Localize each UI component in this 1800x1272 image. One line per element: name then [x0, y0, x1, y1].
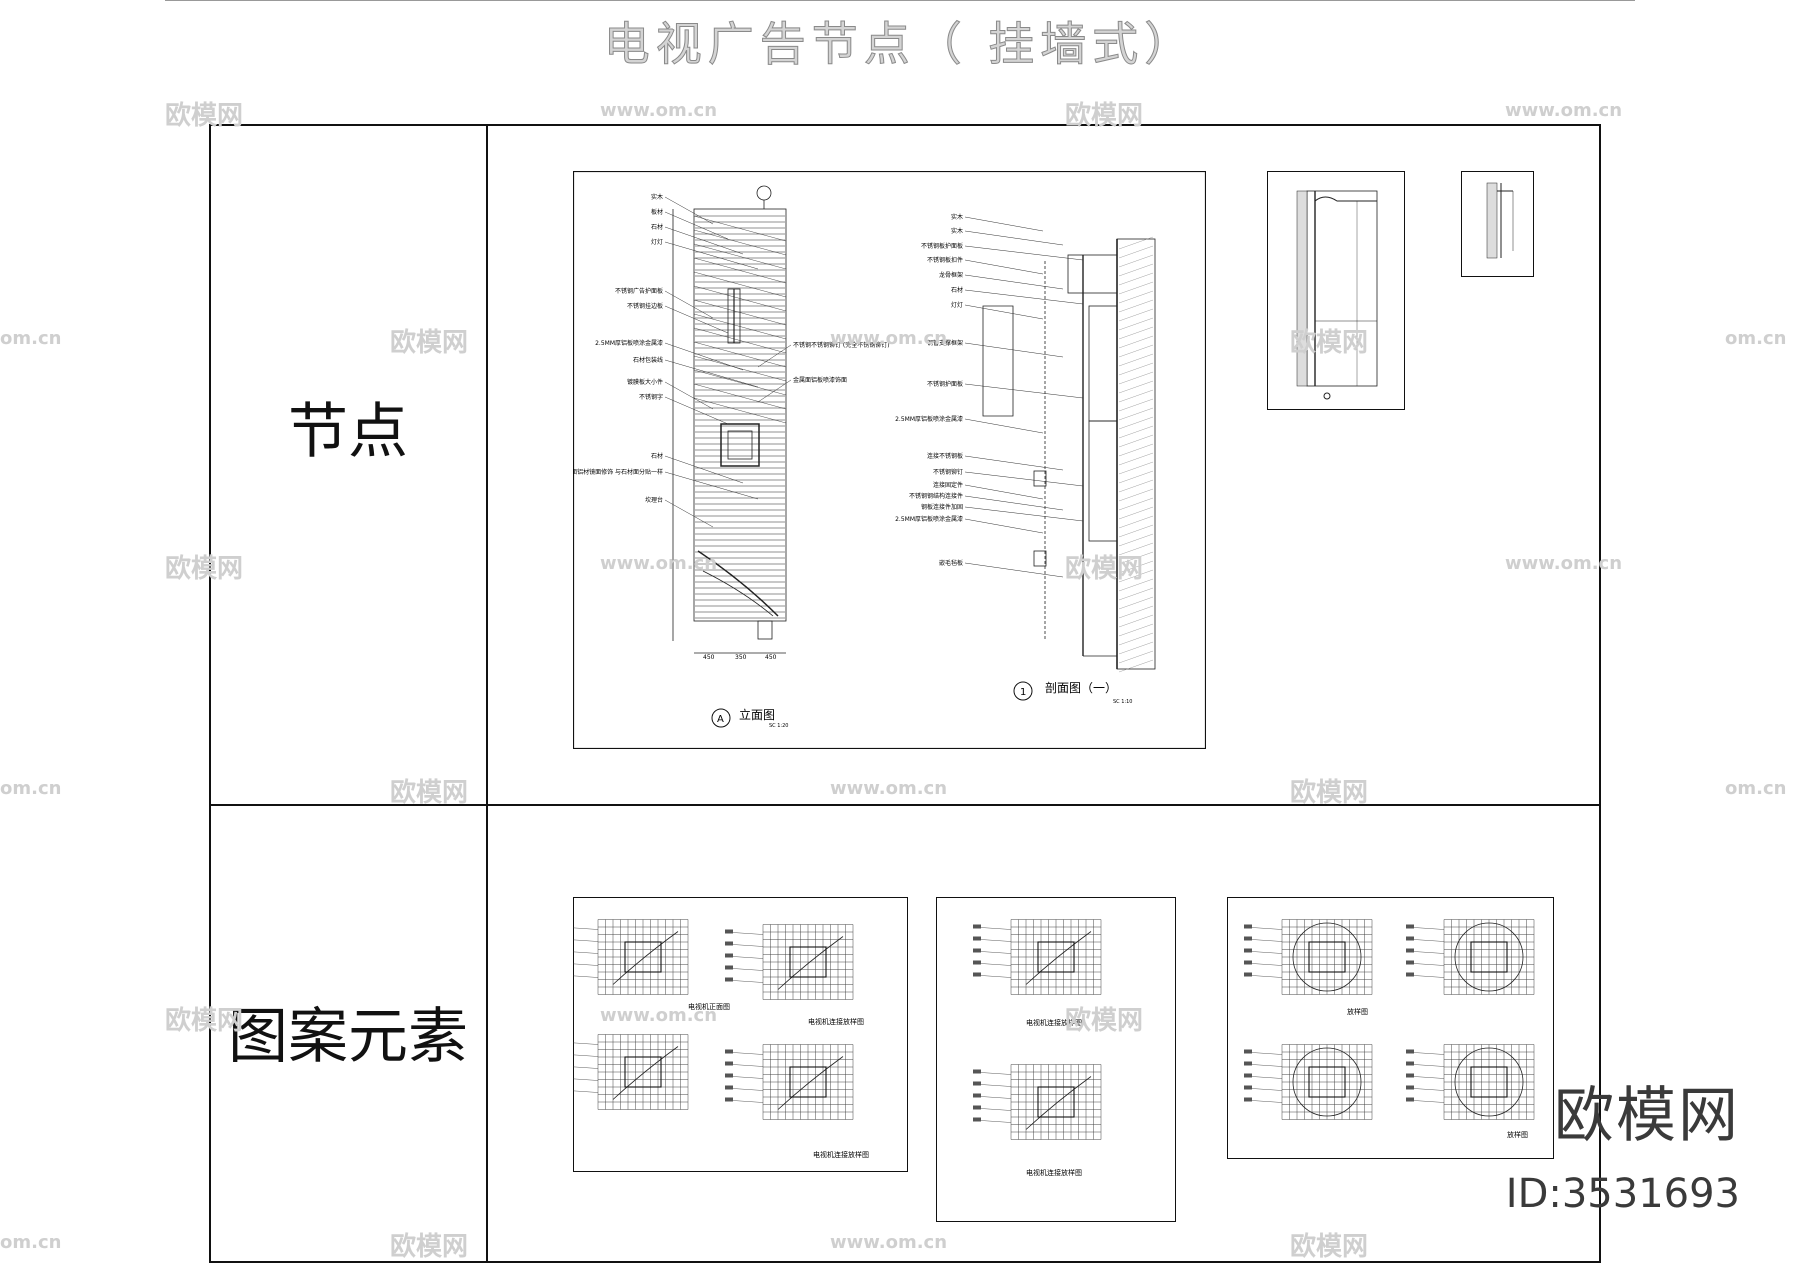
watermark-id: ID:3531693	[1505, 1171, 1740, 1217]
pattern-3-caption-1: 放样图	[1347, 1007, 1368, 1016]
section-callout: 2.5MM厚铝板喷涂金属漆	[895, 415, 963, 423]
watermark-tile: om.cn	[0, 328, 62, 349]
elevation-callout: 不锈钢字	[639, 393, 663, 401]
pattern-2-caption-2: 电视机连接放样图	[1026, 1168, 1082, 1177]
elevation-callout: 镀膜板大小件	[627, 378, 663, 386]
watermark-tile: om.cn	[0, 1232, 62, 1253]
watermark-tile: 欧模网	[1065, 1006, 1144, 1036]
elevation-drawing	[672, 185, 787, 654]
pattern-sheet-3: 放样图 放样图	[1227, 897, 1554, 1159]
watermark-tile: 欧模网	[1290, 328, 1369, 358]
elevation-callout: 不锈钢广告护面板	[615, 287, 663, 295]
watermark-tile: www.om.cn	[830, 1232, 948, 1253]
watermark-tile: 欧模网	[1065, 101, 1144, 131]
watermark-tile: www.om.cn	[600, 100, 718, 121]
watermark-tile: 欧模网	[1065, 554, 1144, 584]
watermark-tile: www.om.cn	[1505, 553, 1623, 574]
section-callout: 不锈钢钢结构连接件	[909, 492, 963, 500]
elevation-caption: 立面图	[739, 707, 775, 722]
elevation-callout: 2.5MM厚铝板喷涂金属漆	[595, 339, 663, 347]
watermark-tile: 欧模网	[1290, 1232, 1369, 1262]
pattern-1-caption-1: 电视机正面图	[688, 1002, 730, 1011]
pattern-1-caption-3: 电视机连接放样图	[813, 1150, 869, 1159]
section-callout: 嵌毛毡板	[939, 559, 963, 567]
section-callout: 实木	[951, 213, 963, 221]
section-drawing	[982, 238, 1156, 670]
section-callout: 连接不锈钢板	[927, 452, 963, 460]
watermark-tile: 欧模网	[165, 1006, 244, 1036]
watermark-tile: 欧模网	[1290, 778, 1369, 808]
elevation-callout: 实木	[651, 193, 663, 201]
watermark-tile: www.om.cn	[830, 778, 948, 799]
detail-sheet-1	[1267, 171, 1405, 410]
top-rule	[165, 0, 1635, 1]
node-drawing-sheet: 实木板材石材灯灯不锈钢广告护面板不锈钢挂边板2.5MM厚铝板喷涂金属漆石材包装线…	[573, 171, 1206, 749]
section-marker: 1	[1020, 687, 1026, 698]
elevation-callout: 坎理台	[645, 496, 663, 504]
elevation-dim-1: 450	[703, 654, 715, 661]
elevation-callout-right: 金属面铝板喷漆饰面	[793, 376, 847, 384]
elevation-dim-3: 450	[765, 654, 777, 661]
section-callout: 钢管支撑框架	[927, 339, 963, 347]
section-callout: 灯灯	[951, 301, 963, 309]
section-callout: 连接固定件	[933, 481, 963, 489]
watermark-tile: 欧模网	[390, 778, 469, 808]
section-callout: 龙骨框架	[939, 271, 963, 279]
pattern-1-caption-2: 电视机连接放样图	[808, 1017, 864, 1026]
row-label-node: 节点	[288, 397, 408, 467]
section-callout: 实木	[951, 227, 963, 235]
watermark-tile: 欧模网	[390, 1232, 469, 1262]
watermark-tile: 欧模网	[165, 554, 244, 584]
watermark-tile: 欧模网	[165, 101, 244, 131]
section-callout: 不锈钢板扣件	[927, 256, 963, 264]
detail-sheet-2	[1461, 171, 1534, 277]
watermark-tile: 欧模网	[390, 328, 469, 358]
elevation-marker: A	[717, 714, 724, 725]
watermark-tile: www.om.cn	[830, 328, 948, 349]
section-callout: 钢板连接件加固	[921, 503, 963, 511]
section-callout: 不锈钢板护面板	[921, 242, 963, 250]
elevation-callout: 不锈钢挂边板	[627, 302, 663, 310]
watermark-logo: 欧模网	[1554, 1081, 1740, 1151]
watermark-tile: om.cn	[1725, 328, 1787, 349]
watermark-tile: om.cn	[1725, 778, 1787, 799]
pattern-sheet-2: 电视机连接放样图 电视机连接放样图	[936, 897, 1176, 1222]
pattern-sheet-1: 电视机正面图 电视机连接放样图 电视机连接放样图	[573, 897, 908, 1172]
elevation-callout: 石材	[651, 452, 663, 460]
section-callout: 不锈钢铆钉	[933, 468, 963, 476]
watermark-tile: om.cn	[0, 778, 62, 799]
watermark-tile: www.om.cn	[600, 1005, 718, 1026]
elevation-callout: 果面铝材镜面修饰 与石材面分贴一样	[573, 468, 663, 476]
watermark-tile: www.om.cn	[600, 553, 718, 574]
row-label-pattern: 图案元素	[228, 1002, 468, 1072]
watermark-tile: www.om.cn	[1505, 100, 1623, 121]
elevation-callout: 灯灯	[651, 238, 663, 246]
section-scale: SC 1:10	[1113, 699, 1132, 705]
pattern-2-caption-1: 电视机连接放样图	[1026, 1018, 1082, 1027]
section-callout: 不锈钢护面板	[927, 380, 963, 388]
elevation-callout: 板材	[651, 208, 663, 216]
elevation-callout-right: 不锈钢不锈钢铆钉 (完全不锈钢铆钉)	[793, 341, 890, 349]
elevation-callout: 石材包装线	[633, 356, 663, 364]
elevation-scale: SC 1:20	[769, 723, 788, 729]
section-callout: 2.5MM厚铝板喷涂金属漆	[895, 515, 963, 523]
elevation-callout: 石材	[651, 223, 663, 231]
section-callout: 石材	[951, 286, 963, 294]
elevation-dim-2: 350	[735, 654, 747, 661]
pattern-3-caption-2: 放样图	[1507, 1130, 1528, 1139]
page-title: 电视广告节点（ 挂墙式）	[603, 17, 1197, 72]
section-caption: 剖面图（一）	[1045, 681, 1117, 695]
